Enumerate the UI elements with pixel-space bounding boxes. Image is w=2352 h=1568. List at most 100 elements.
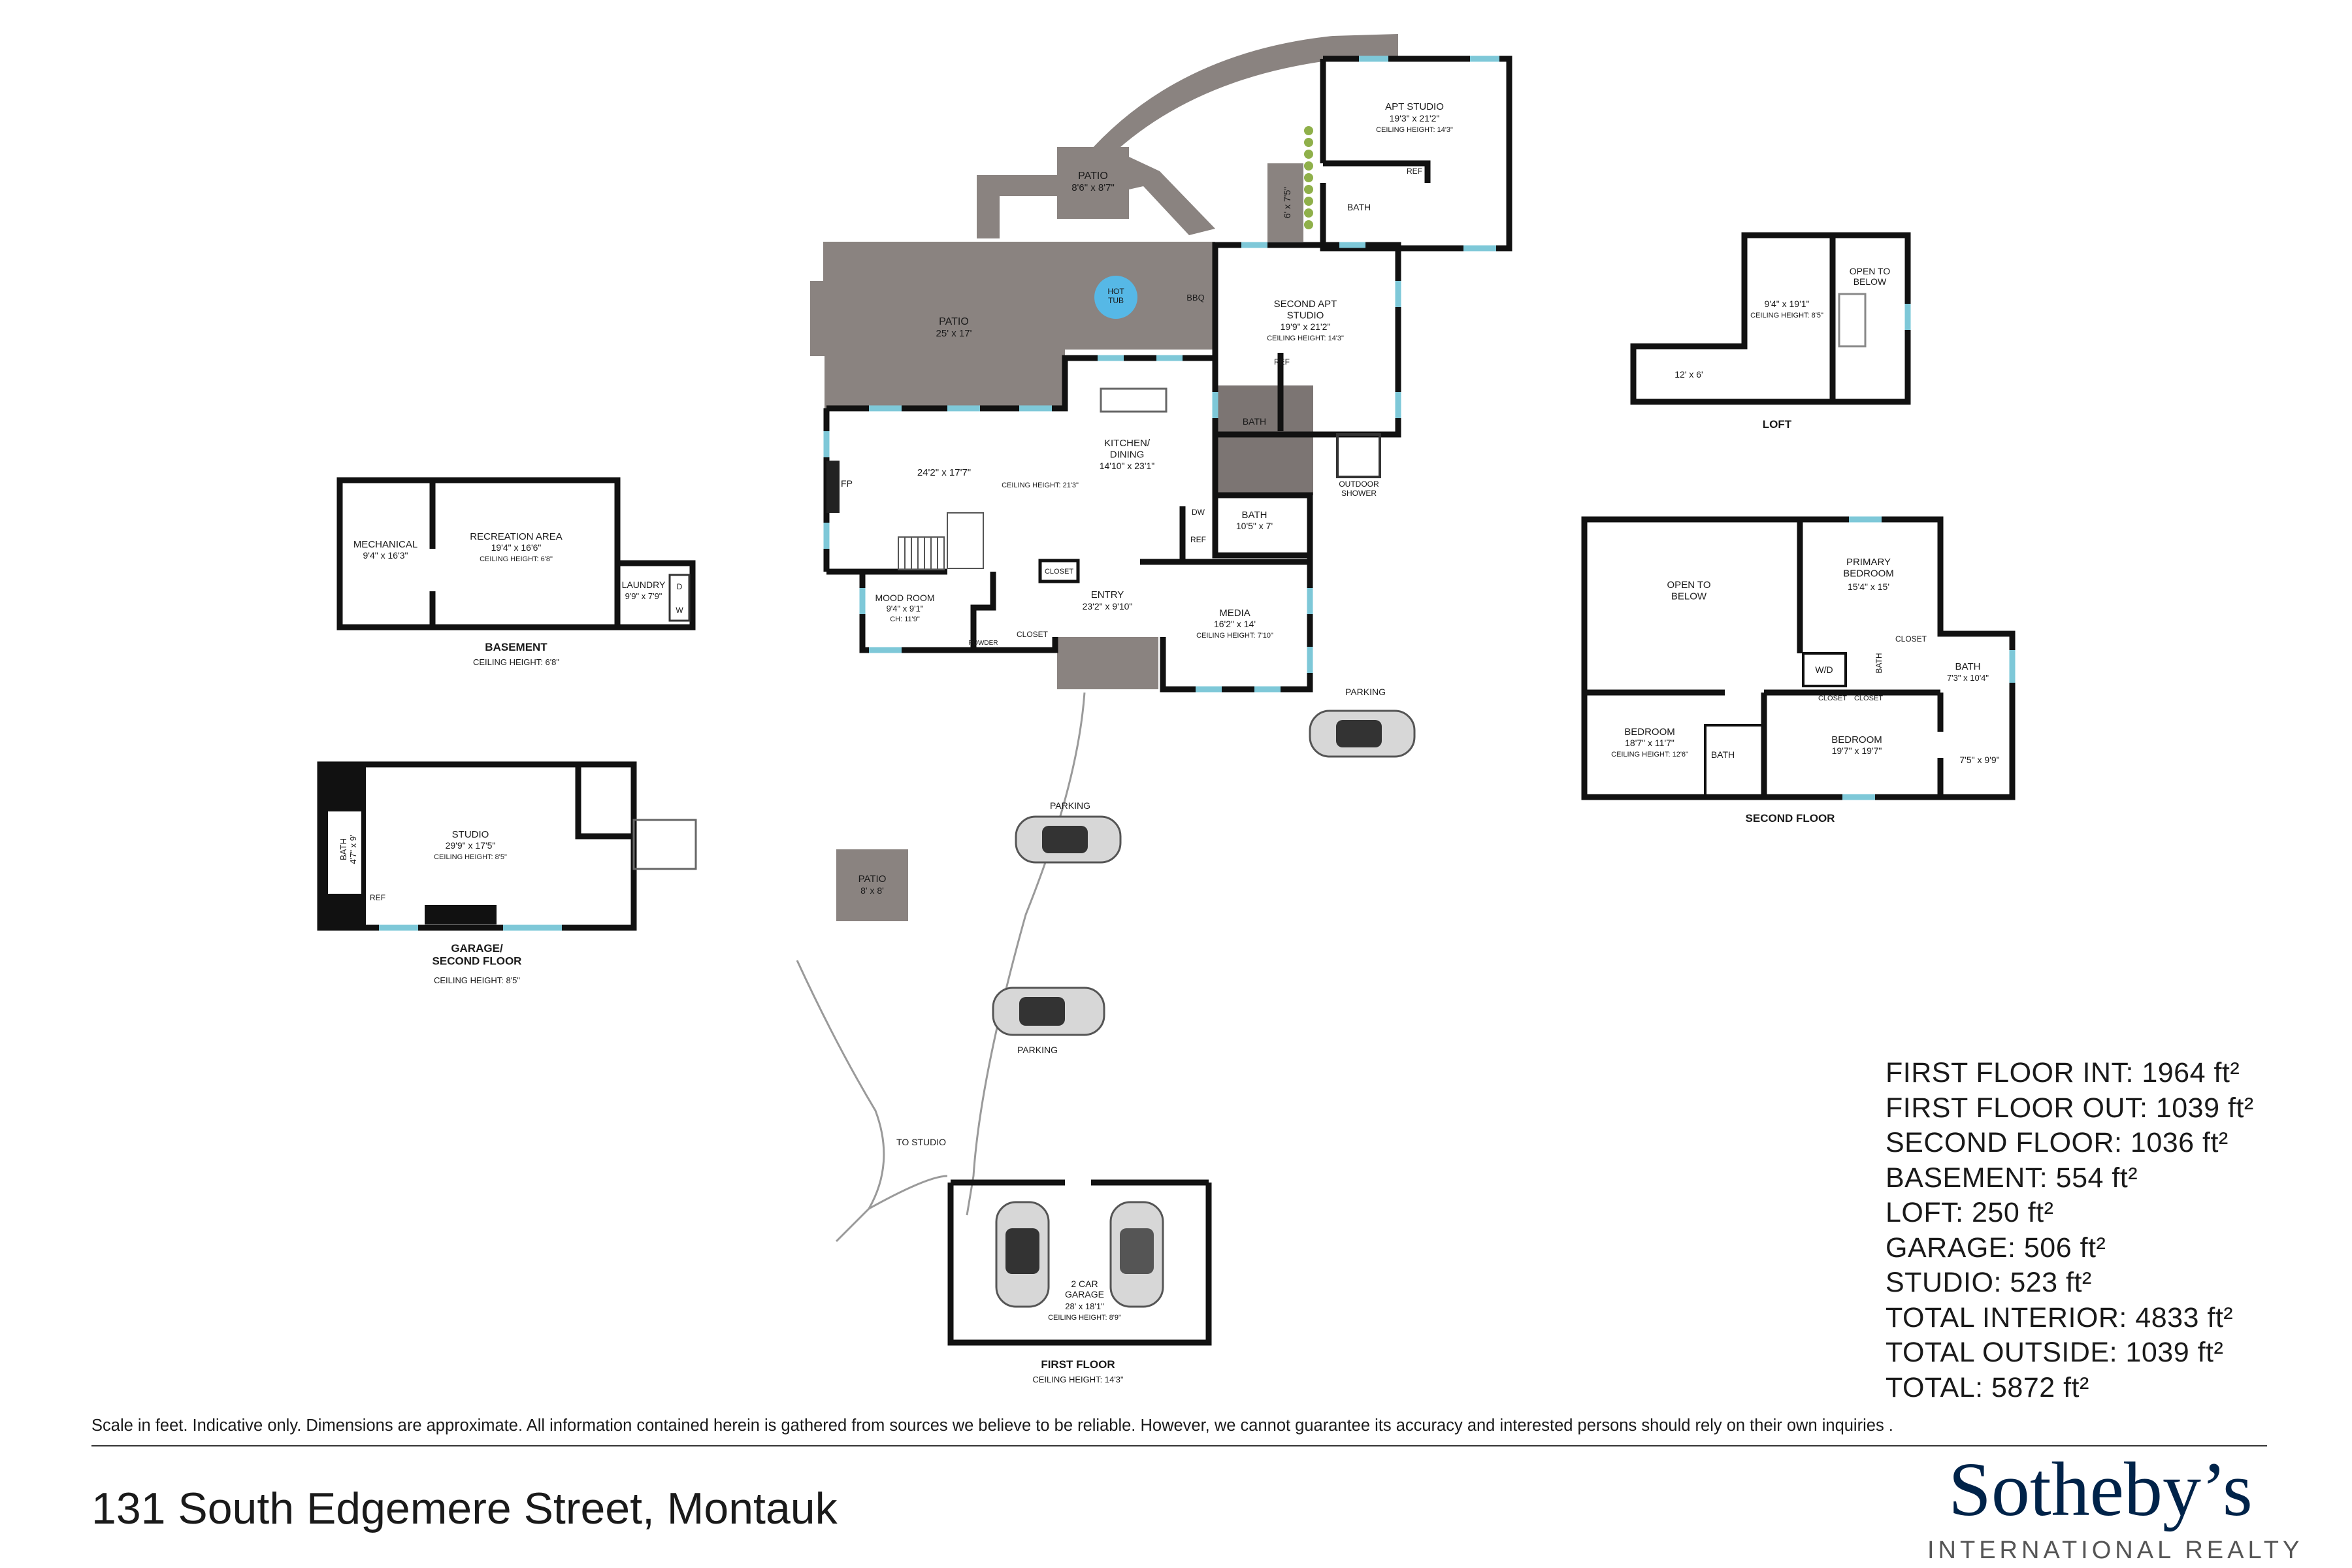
label-bath-dim: 10'5" x 7' [1236,521,1273,531]
brand-logo: Sotheby’s INTERNATIONAL REALTY [1927,1444,2304,1565]
area-basement: BASEMENT: 554 ft² [1886,1162,2138,1194]
label-kitchen-ceiling: CEILING HEIGHT: 21'3" [1002,482,1079,489]
area-total: TOTAL: 5872 ft² [1886,1371,2089,1403]
patio-small-area [1267,163,1303,242]
entry-step [1057,637,1158,689]
patio-connector-right [1129,157,1215,235]
label-first-floor-ceiling: CEILING HEIGHT: 14'3" [1032,1375,1124,1384]
label-basement-ceiling: CEILING HEIGHT: 6'8" [473,657,559,667]
label-mechanical-dim: 9'4" x 16'3" [363,550,408,561]
studio-counter [425,905,497,924]
label-media-dim: 16'2" x 14' [1214,619,1256,629]
label-mood-ceiling: CH: 11'9" [890,615,920,623]
label-media-ceiling: CEILING HEIGHT: 7'10" [1196,632,1273,640]
label-laundry-dim: 9'9" x 7'9" [625,591,662,601]
label-second-apt-bath: BATH [1243,416,1266,427]
label-sf-bath-3: BATH [1711,749,1735,760]
label-garage-second-ceiling: CEILING HEIGHT: 8'5" [434,975,520,985]
label-patio-main-dim: 25' x 17' [936,328,972,339]
fireplace [826,461,840,513]
hot-tub [1094,276,1137,319]
label-recreation-ceiling: CEILING HEIGHT: 6'8" [480,555,553,563]
divider [91,1445,2267,1446]
label-laundry-w: W [676,606,683,615]
label-sf-wd: W/D [1815,664,1833,675]
label-kitchen: KITCHEN/DINING [1104,438,1151,460]
label-bedroom-1-dim: 18'7" x 11'7" [1625,738,1674,748]
label-apt-studio: APT STUDIO [1385,101,1444,112]
label-bath: BATH [1242,510,1267,521]
label-second-apt-dim: 19'9" x 21'2" [1281,321,1331,332]
label-patio-top-dim: 8'6" x 8'7" [1071,182,1115,193]
label-sf-small: 7'5" x 9'9" [1959,755,1999,765]
area-loft: LOFT: 250 ft² [1886,1197,2054,1228]
label-recreation-dim: 19'4" x 16'6" [491,542,542,553]
label-second-floor: SECOND FLOOR [1746,812,1835,825]
label-patio-main: PATIO [939,316,969,327]
label-second-apt-ref: REF [1274,357,1290,367]
plant-column [1304,126,1313,229]
label-small-dim: 6' x 7'5" [1282,187,1292,218]
brand-subtitle: INTERNATIONAL REALTY [1927,1537,2304,1564]
label-bedroom-1-ceiling: CEILING HEIGHT: 12'6" [1611,751,1688,759]
label-apt-ref: REF [1407,167,1422,176]
label-patio-top: PATIO [1078,171,1108,182]
label-closet-2: CLOSET [1017,630,1049,639]
label-parking-2: PARKING [1050,800,1090,811]
label-ref: REF [1190,535,1206,544]
main-stairs [898,512,984,570]
label-entry: ENTRY [1091,589,1124,600]
window-marks [823,56,1499,693]
walkway-lines [796,692,1086,1243]
label-dw: DW [1192,508,1205,517]
label-loft-small: 12' x 6' [1674,369,1703,380]
label-apt-bath: BATH [1347,202,1371,212]
label-studio-ceiling: CEILING HEIGHT: 8'5" [434,853,507,861]
area-total-outside: TOTAL OUTSIDE: 1039 ft² [1886,1337,2224,1368]
label-loft: LOFT [1763,418,1792,431]
area-second-floor: SECOND FLOOR: 1036 ft² [1886,1127,2229,1158]
first-floor-walls [823,56,1512,693]
label-entry-dim: 23'2" x 9'10" [1083,601,1133,612]
label-to-studio: TO STUDIO [896,1137,946,1147]
label-mood: MOOD ROOM [875,593,935,603]
label-media: MEDIA [1219,608,1250,619]
patio-connector [977,175,1057,238]
label-recreation: RECREATION AREA [470,531,562,542]
label-laundry: LAUNDRY [622,580,666,590]
label-second-apt-ceiling: CEILING HEIGHT: 14'3" [1267,335,1344,342]
label-garage-car-dim: 28' x 18'1" [1065,1301,1104,1311]
label-sf-closet-3: CLOSET [1854,694,1883,702]
area-first-floor-out: FIRST FLOOR OUT: 1039 ft² [1886,1092,2254,1124]
label-mood-dim: 9'4" x 9'1" [887,604,924,613]
label-apt-studio-ceiling: CEILING HEIGHT: 14'3" [1376,126,1453,134]
label-patio-small-dim: 8' x 8' [860,885,884,896]
label-sf-bath-2: BATH [1955,661,1981,672]
label-patio-small: PATIO [858,874,887,885]
closet-box [1038,559,1080,583]
sf-bath-box [1704,724,1765,798]
brand-name: Sotheby’s [1948,1446,2253,1532]
label-primary-dim: 15'4" x 15' [1848,581,1889,592]
area-summary: FIRST FLOOR INT: 1964 ft² FIRST FLOOR OU… [1886,1056,2254,1405]
curved-walkway [1085,34,1398,162]
area-garage: GARAGE: 506 ft² [1886,1232,2106,1264]
patio-main [810,242,1215,408]
label-sf-closet-1: CLOSET [1895,634,1927,644]
label-studio: STUDIO [452,829,489,840]
label-kitchen-dim: 14'10" x 23'1" [1100,461,1155,471]
label-bbq: BBQ [1186,293,1204,302]
label-basement: BASEMENT [485,641,547,653]
disclaimer: Scale in feet. Indicative only. Dimensio… [91,1416,1893,1435]
label-bedroom-2-dim: 19'7" x 19'7" [1832,745,1882,756]
patio-top [1057,147,1129,219]
basement-walls [336,477,696,630]
outdoor-shower-box [1336,433,1381,478]
